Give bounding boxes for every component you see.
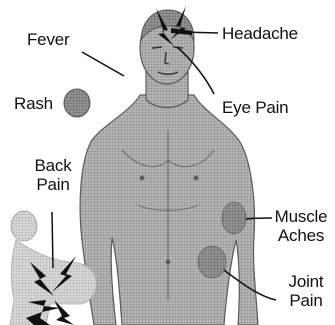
- headache-label: Headache: [222, 24, 298, 43]
- back-pain-pointer: [52, 212, 53, 268]
- fever-label: Fever: [27, 30, 69, 49]
- joint-pain-label-line1: Joint: [282, 272, 330, 291]
- rash-spot: [64, 89, 90, 117]
- eye-pain-label: Eye Pain: [222, 98, 288, 117]
- muscle-aches-label-line2: Aches: [268, 226, 334, 245]
- back-pain-label: Back Pain: [26, 156, 80, 194]
- back-pain-label-line1: Back: [26, 156, 80, 175]
- muscle-aches-label: Muscle Aches: [268, 207, 334, 245]
- rash-label: Rash: [14, 94, 53, 113]
- muscle-aches-label-line1: Muscle: [268, 207, 334, 226]
- joint-pain-label: Joint Pain: [282, 272, 330, 310]
- fever-leader: [82, 52, 124, 76]
- joint-spot: [198, 246, 226, 278]
- muscle-spot: [222, 202, 246, 234]
- joint-pain-label-line2: Pain: [282, 291, 330, 310]
- back-pain-label-line2: Pain: [26, 175, 80, 194]
